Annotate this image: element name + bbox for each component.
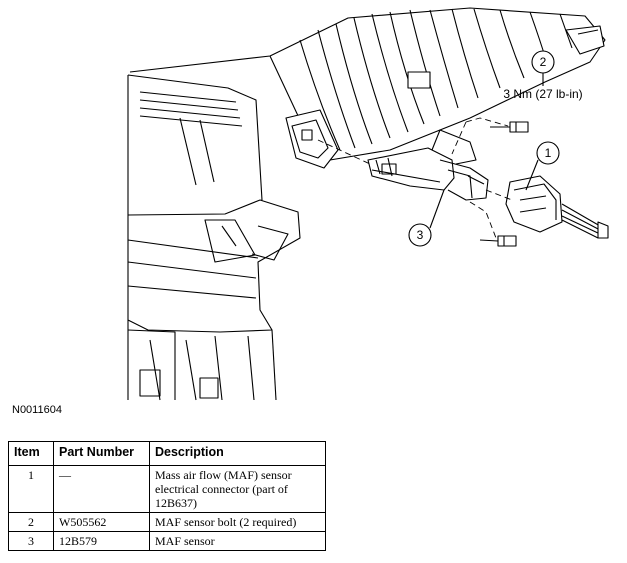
callout-1: 1 (536, 141, 560, 165)
air-cleaner-housing (127, 74, 301, 401)
row-part-number: — (53, 465, 150, 513)
row-item: 3 (8, 531, 54, 551)
callout-3: 3 (408, 223, 432, 247)
alignment-lines (317, 117, 513, 239)
maf-sensor-diagram: 1 2 3 Nm (27 lb-in) 3 (127, 7, 609, 401)
row-item: 2 (8, 512, 54, 532)
duct-flange (285, 109, 339, 169)
leader-line-1 (525, 159, 539, 191)
table-row: 1 — Mass air flow (MAF) sensor electrica… (8, 465, 326, 513)
row-description: MAF sensor bolt (2 required) (149, 512, 326, 532)
row-part-number: 12B579 (53, 531, 150, 551)
table-header-row: Item Part Number Description (8, 441, 326, 466)
row-description: MAF sensor (149, 531, 326, 551)
header-item: Item (8, 441, 54, 466)
row-item: 1 (8, 465, 54, 513)
leader-line-3 (429, 189, 445, 229)
parts-table: Item Part Number Description 1 — Mass ai… (8, 441, 326, 551)
figure-id: N0011604 (12, 404, 62, 416)
torque-spec: 3 Nm (27 lb-in) (503, 87, 582, 101)
row-description: Mass air flow (MAF) sensor electrical co… (149, 465, 326, 513)
maf-sensor (367, 129, 489, 201)
row-part-number: W505562 (53, 512, 150, 532)
callout-2: 2 3 Nm (27 lb-in) (503, 50, 583, 101)
electrical-connector (505, 175, 609, 239)
bolt-upper (490, 121, 529, 133)
callout-1-number: 1 (545, 146, 552, 160)
header-description: Description (149, 441, 326, 466)
table-row: 3 12B579 MAF sensor (8, 531, 326, 551)
table-row: 2 W505562 MAF sensor bolt (2 required) (8, 512, 326, 532)
callout-3-number: 3 (417, 228, 424, 242)
bolt-lower (479, 235, 517, 247)
header-part-number: Part Number (53, 441, 150, 466)
callout-2-number: 2 (540, 55, 547, 69)
